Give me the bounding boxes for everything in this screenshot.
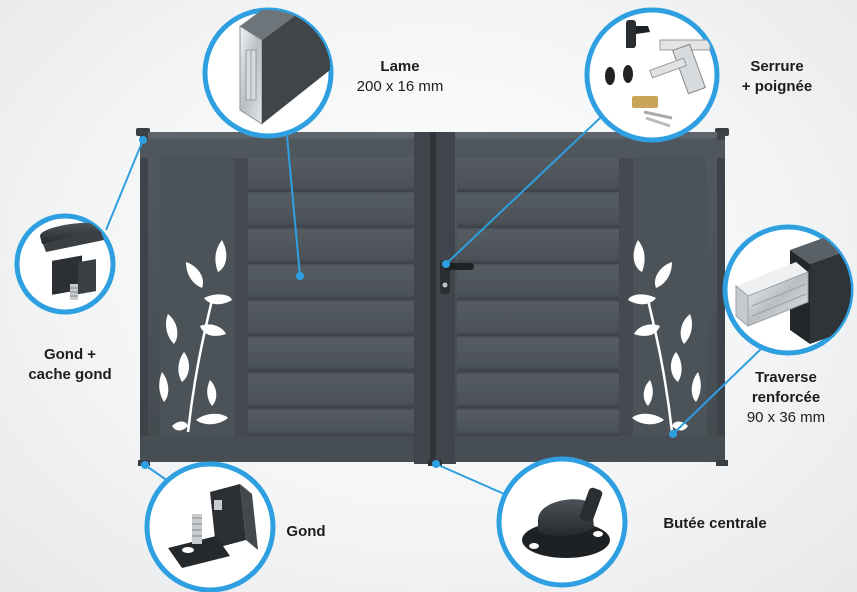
right-slats bbox=[457, 158, 619, 436]
traverse-callout-circle bbox=[722, 224, 854, 356]
gond-callout-circle bbox=[144, 461, 276, 592]
hinge-bracket-icon bbox=[168, 484, 258, 568]
right-bottom-hinge bbox=[716, 460, 728, 466]
door-handle bbox=[440, 260, 474, 294]
butee-title: Butée centrale bbox=[663, 515, 767, 532]
reinforced-crossbar-profile-icon bbox=[735, 232, 851, 344]
butee-callout-circle bbox=[496, 456, 628, 588]
serrure-title-line2: + poignée bbox=[741, 78, 813, 95]
serrure-title-line1: Serrure bbox=[750, 58, 804, 75]
lame-title: Lame bbox=[380, 58, 420, 75]
lock-and-handle-icon bbox=[605, 20, 711, 128]
butee-label: Butée centrale bbox=[640, 514, 790, 534]
traverse-label: Traverse renforcée 90 x 36 mm bbox=[727, 368, 845, 428]
serrure-label: Serrure + poignée bbox=[722, 57, 832, 97]
gond-cache-title-line1: Gond + bbox=[43, 346, 97, 363]
gond-label: Gond bbox=[276, 522, 336, 542]
lame-dimensions: 200 x 16 mm bbox=[356, 78, 444, 95]
gond-title: Gond bbox=[286, 523, 326, 540]
right-leaf-motif bbox=[628, 240, 701, 433]
gate bbox=[136, 128, 729, 466]
traverse-dimensions: 90 x 36 mm bbox=[746, 409, 826, 426]
traverse-title-line1: Traverse bbox=[755, 369, 817, 386]
lame-callout-circle bbox=[202, 7, 334, 139]
callout-lines bbox=[105, 117, 763, 501]
left-leaf-motif bbox=[159, 240, 232, 433]
gond-cache-label: Gond + cache gond bbox=[10, 345, 130, 385]
left-slats bbox=[248, 158, 414, 436]
left-gate-leaf bbox=[140, 132, 416, 462]
gond-cache-callout-circle bbox=[14, 213, 116, 315]
right-gate-leaf bbox=[455, 132, 725, 462]
traverse-title-line2: renforcée bbox=[751, 389, 821, 406]
serrure-callout-circle bbox=[584, 7, 720, 143]
gond-cache-title-line2: cache gond bbox=[28, 366, 112, 383]
hinge-with-cover-icon bbox=[40, 222, 104, 300]
lame-label: Lame 200 x 16 mm bbox=[340, 57, 460, 97]
central-gate-stop-icon bbox=[522, 487, 610, 558]
